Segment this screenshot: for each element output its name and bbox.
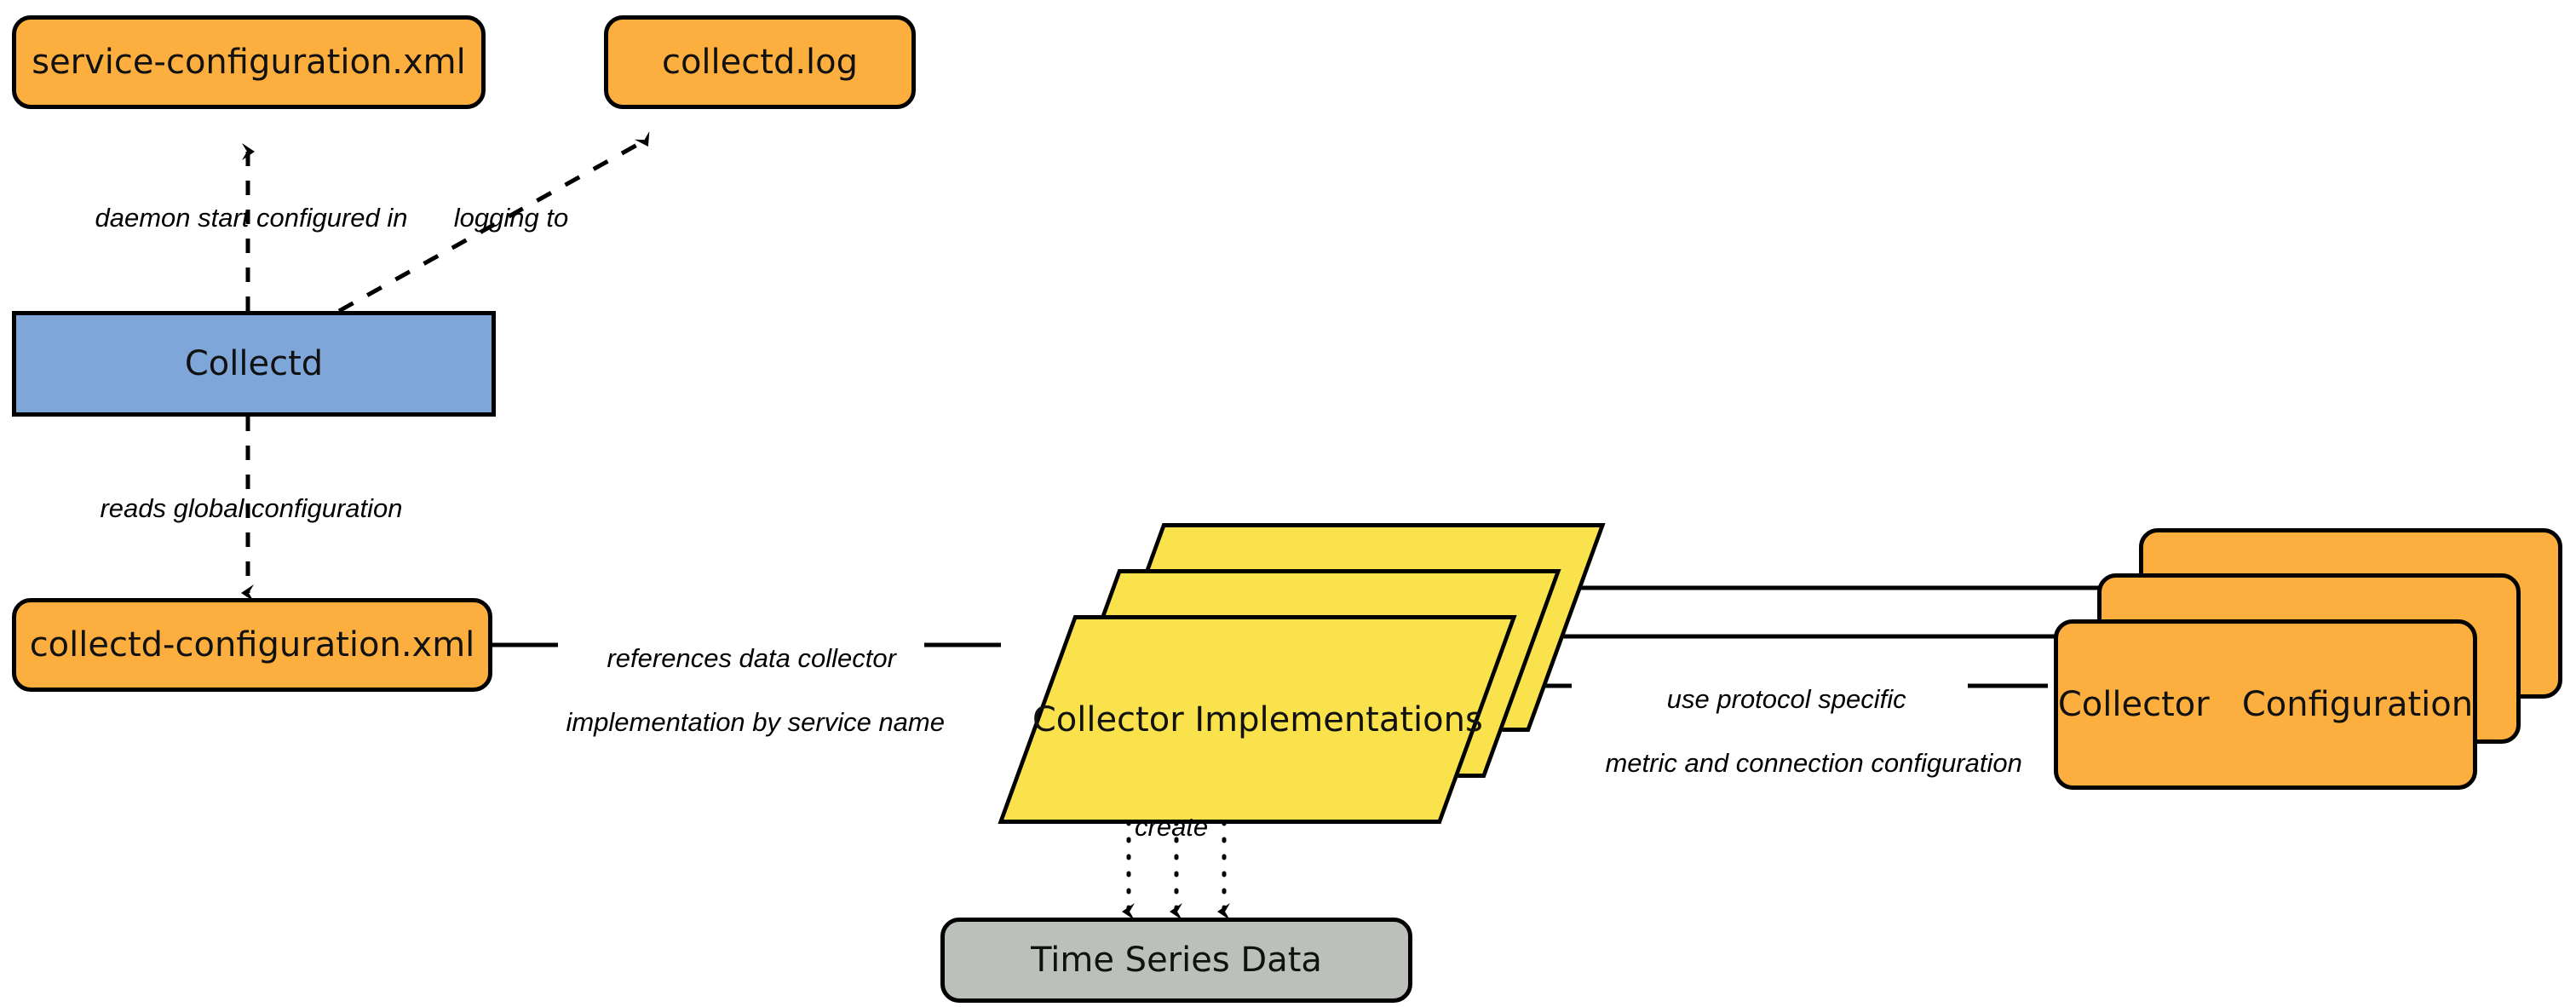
node-collectd-log[interactable]: collectd.log	[604, 15, 916, 109]
node-collectd[interactable]: Collectd	[12, 311, 496, 417]
edge-label-create: create	[1135, 812, 1209, 842]
node-label-collector-implementations: Collector Implementations	[1032, 699, 1483, 739]
node-label-collectd: Collectd	[184, 344, 324, 383]
node-label-collector-configuration: Collector Configuration	[2057, 685, 2474, 724]
edge-logging-to	[337, 131, 650, 314]
node-label-collectd-log: collectd.log	[661, 43, 859, 82]
node-label-service-configuration-xml: service-configuration.xml	[32, 43, 466, 82]
edge-label-references-data-collector: references data collector implementation…	[537, 610, 945, 771]
edge-label-use-protocol-line-2: metric and connection configuration	[1605, 748, 2022, 779]
node-label-time-series-data: Time Series Data	[1031, 941, 1322, 980]
node-collectd-configuration-xml[interactable]: collectd-configuration.xml	[12, 598, 492, 692]
edge-label-use-protocol-line-1: use protocol specific	[1666, 683, 1906, 714]
edge-label-logging-to: logging to	[453, 203, 569, 233]
edge-label-use-protocol-specific: use protocol specific metric and connect…	[1576, 651, 2021, 812]
edge-label-references-line-2: implementation by service name	[566, 707, 945, 738]
node-collector-configuration[interactable]: Collector Configuration	[2054, 619, 2477, 790]
node-label-collectd-configuration-xml: collectd-configuration.xml	[29, 625, 475, 665]
node-time-series-data[interactable]: Time Series Data	[940, 918, 1412, 1003]
edge-label-references-line-1: references data collector	[607, 642, 896, 673]
edge-label-daemon-start-configured-in: daemon start configured in	[95, 203, 408, 233]
node-collector-implementations[interactable]: Collector Implementations	[998, 615, 1517, 824]
node-service-configuration-xml[interactable]: service-configuration.xml	[12, 15, 486, 109]
edge-label-reads-global-configuration: reads global configuration	[100, 493, 403, 523]
